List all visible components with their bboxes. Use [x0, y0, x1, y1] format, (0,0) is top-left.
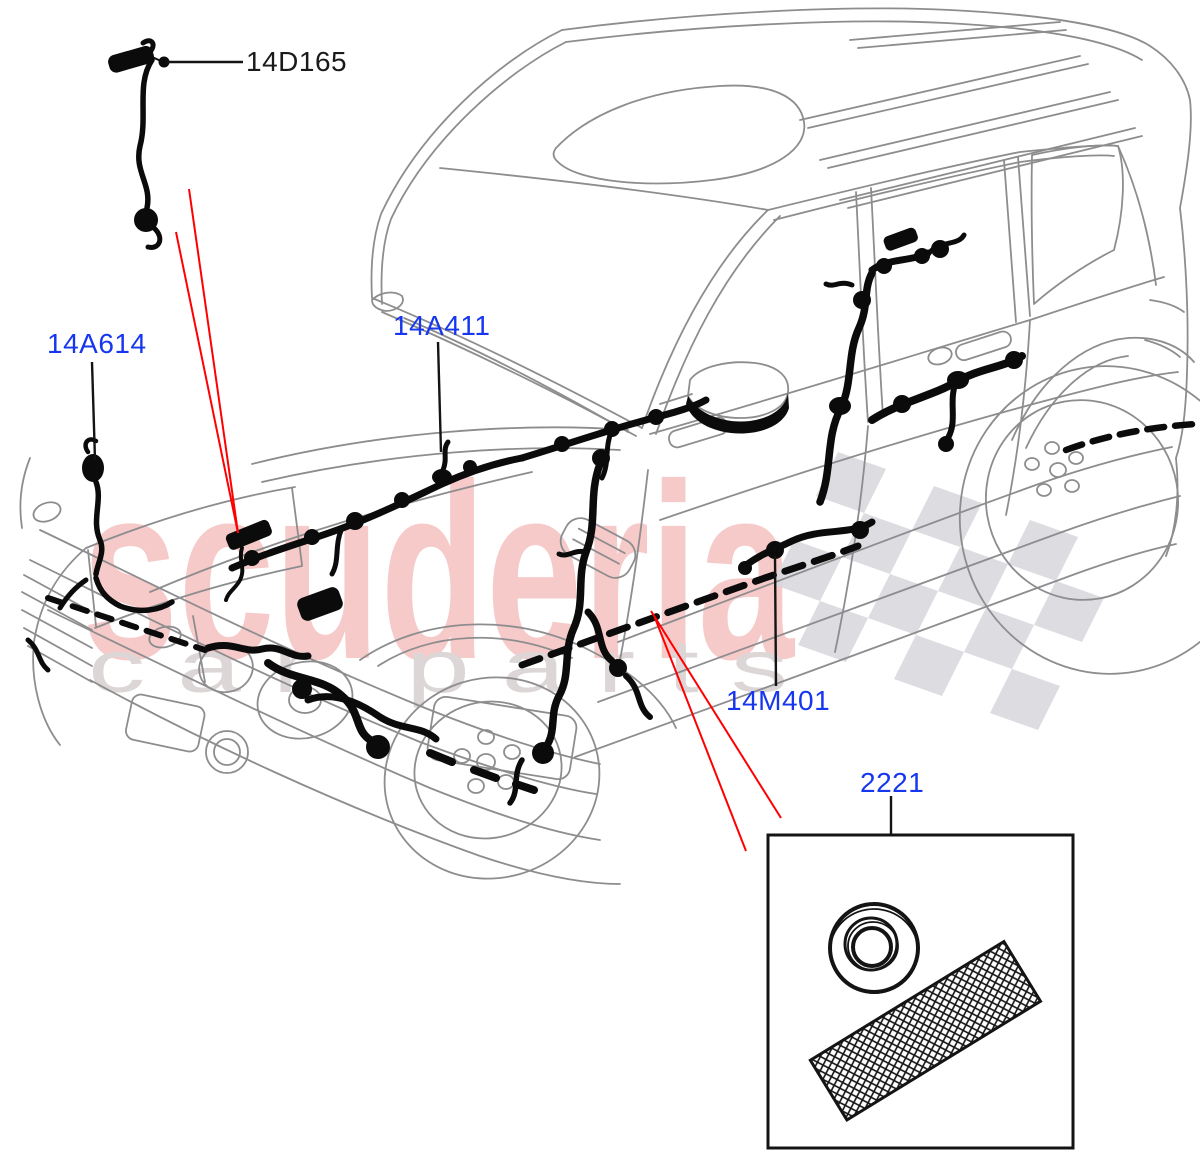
callout-label-14a614[interactable]: 14A614	[47, 328, 147, 359]
leader-14a614	[90, 361, 97, 461]
grommet-icon	[828, 902, 920, 994]
tape-icon	[808, 939, 1043, 1122]
harness-front-tangle	[204, 608, 653, 794]
harness-body-sill-14m401	[518, 518, 876, 669]
wiring-harnesses	[25, 38, 1200, 806]
harness-front-end-14a614	[25, 437, 208, 673]
harness-b-pillar	[816, 227, 967, 506]
callout-label-14a411[interactable]: 14A411	[393, 310, 491, 341]
leader-14a411	[436, 341, 443, 453]
harness-rear-door	[868, 351, 1200, 454]
callout-label-14d165: 14D165	[246, 46, 348, 77]
callout-label-2221[interactable]: 2221	[860, 767, 925, 798]
harness-front-door	[507, 449, 610, 806]
red-projection-lines	[175, 188, 782, 852]
mirror-icon	[687, 361, 789, 419]
rear-wheel-icon	[958, 365, 1200, 675]
mirror-shade	[686, 393, 789, 434]
detail-box	[766, 833, 1075, 1150]
fog-lamp-icon	[205, 730, 249, 774]
leader-14m401	[773, 555, 778, 687]
watermark-secondary-text: c a r p a r t s	[88, 625, 788, 708]
fender-vent-icon	[559, 517, 637, 579]
front-wheel-icon	[383, 676, 601, 880]
callout-label-14m401[interactable]: 14M401	[726, 685, 831, 716]
harness-pigtail-14d165	[108, 38, 170, 250]
leader-lines	[90, 60, 893, 835]
